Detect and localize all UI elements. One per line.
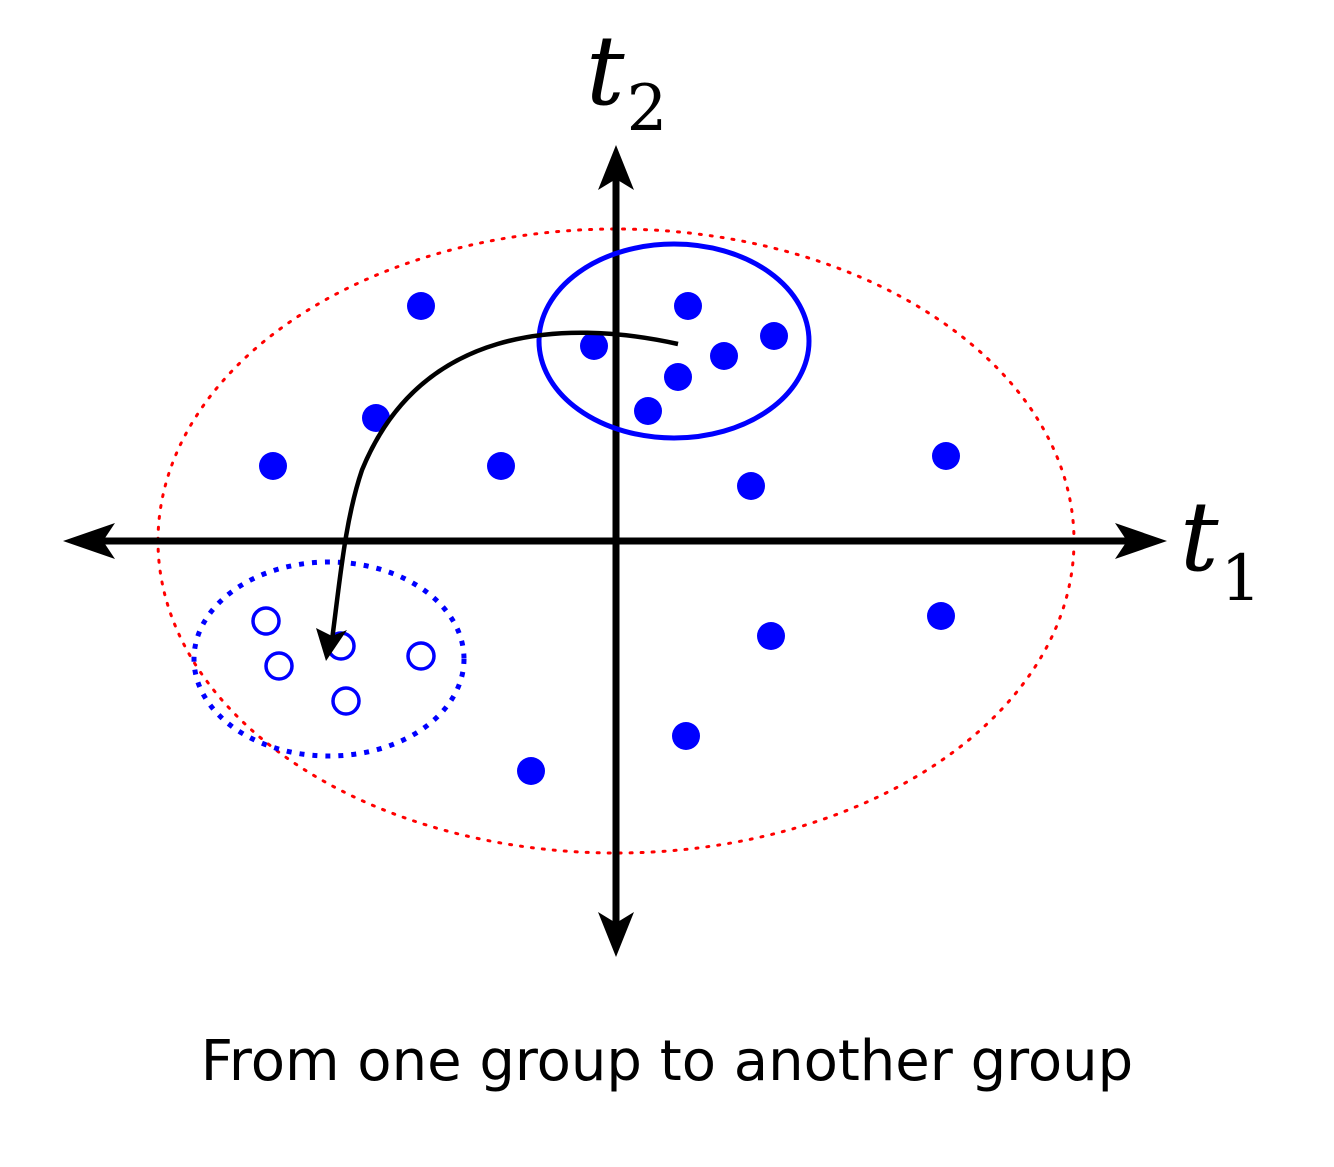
population-points [259, 292, 960, 785]
source-group-point [710, 342, 738, 370]
target-group-boundary [191, 559, 467, 759]
horizontal-axis-label: t1 [1180, 481, 1261, 616]
target-group-point [406, 641, 436, 671]
transfer-arrow-curve [329, 330, 679, 641]
source-group-point [664, 363, 692, 391]
vertical-axis-top-arrowhead [598, 145, 634, 190]
population-point [362, 404, 390, 432]
target-group-point [331, 686, 361, 716]
vertical-axis-bottom-arrowhead [598, 912, 634, 957]
transfer-arrow-head [316, 628, 347, 661]
target-group-points [251, 606, 436, 716]
transfer-arrow [316, 330, 679, 661]
population-point [672, 722, 700, 750]
target-group-point [264, 651, 294, 681]
population-point [487, 452, 515, 480]
population-point [259, 452, 287, 480]
horizontal-axis-left-arrowhead [63, 523, 115, 559]
population-point [737, 472, 765, 500]
population-point [927, 602, 955, 630]
source-group-point [634, 397, 662, 425]
vertical-axis-label: t2 [586, 15, 667, 146]
population-point [757, 622, 785, 650]
source-group-point [760, 322, 788, 350]
population-point [407, 292, 435, 320]
horizontal-axis-right-arrowhead [1115, 523, 1167, 559]
source-group-points [580, 292, 788, 425]
source-group-point [580, 332, 608, 360]
source-group-boundary [536, 241, 812, 441]
diagram-caption: From one group to another group [200, 1029, 1134, 1094]
axes [63, 145, 1167, 957]
target-group-point [251, 606, 281, 636]
population-point [517, 757, 545, 785]
population-point [932, 442, 960, 470]
source-group-point [674, 292, 702, 320]
